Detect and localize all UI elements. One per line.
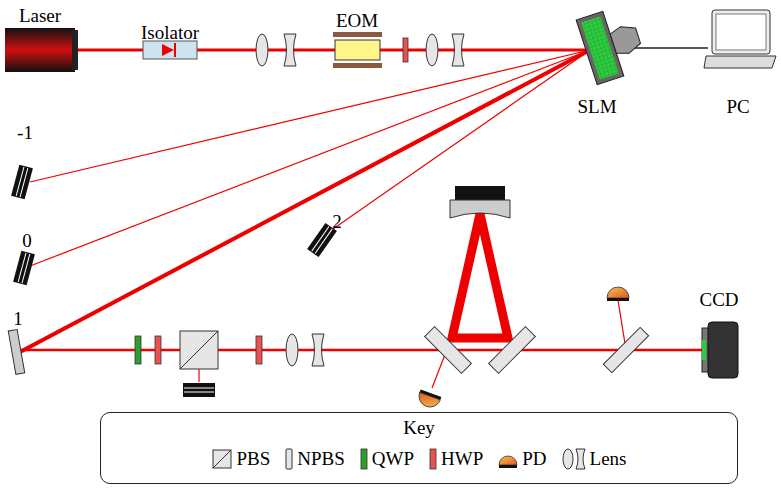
legend-symbol: [284, 447, 294, 471]
legend-item: PBS: [211, 447, 270, 471]
legend-symbol: [428, 447, 438, 471]
legend-text: PBS: [236, 448, 270, 470]
legend-item: Lens: [561, 447, 627, 471]
component-label: 1: [13, 309, 23, 328]
key-heading: Key: [101, 417, 737, 439]
component-label: EOM: [336, 11, 378, 30]
component-label: 2: [332, 212, 342, 231]
component-label: SLM: [577, 97, 616, 116]
legend-row: PBS NPBS QWP HWP PD Lens: [101, 447, 737, 471]
legend-text: Lens: [590, 448, 627, 470]
legend-symbol: [561, 447, 587, 471]
legend-text: QWP: [372, 448, 414, 470]
component-label: Laser: [19, 6, 61, 25]
legend-text: HWP: [441, 448, 483, 470]
component-label: -1: [17, 123, 33, 142]
component-label: CCD: [699, 290, 738, 309]
legend-symbol: [211, 447, 233, 471]
legend-symbol: [359, 447, 369, 471]
legend-item: HWP: [428, 447, 483, 471]
legend-text: NPBS: [297, 448, 345, 470]
component-label: Isolator: [141, 23, 199, 42]
legend-item: QWP: [359, 447, 414, 471]
legend-text: PD: [522, 448, 546, 470]
component-label: 0: [22, 231, 32, 250]
legend-symbol: [497, 447, 519, 471]
legend-item: PD: [497, 447, 546, 471]
key-box: KeyPBS NPBS QWP HWP PD Lens: [100, 412, 738, 484]
component-label: PC: [726, 97, 749, 116]
legend-item: NPBS: [284, 447, 345, 471]
